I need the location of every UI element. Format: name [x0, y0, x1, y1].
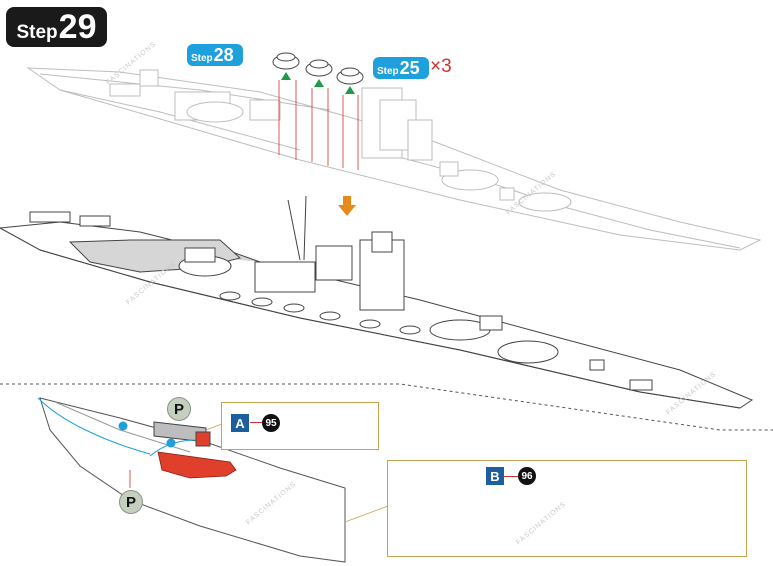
- callout-step-25-word: Step: [377, 66, 399, 77]
- red-hull-piece: [157, 451, 237, 479]
- step-badge: Step 29: [6, 7, 107, 47]
- part-a-connector: [250, 422, 262, 423]
- orange-down-arrow: [338, 196, 356, 216]
- green-arrows: [281, 72, 355, 94]
- step-number: 29: [58, 8, 97, 46]
- grey-bracket-part: [153, 421, 211, 447]
- part-b-number: 96: [518, 467, 536, 485]
- part-b-frame: [387, 460, 747, 557]
- quantity-multiplier: ×3: [430, 56, 452, 77]
- ship-after-assembly: [0, 195, 754, 409]
- leader-line-b: [344, 505, 389, 523]
- turret-parts: [272, 52, 364, 85]
- callout-step-28: Step 28: [187, 44, 243, 66]
- green-arrow-3: [345, 86, 355, 94]
- turret-guide-lines: [278, 80, 359, 170]
- blue-dot-1: [118, 421, 128, 431]
- leader-line-a: [205, 423, 223, 431]
- blue-guide-curve: [37, 397, 151, 455]
- callout-step-25-number: 25: [399, 58, 420, 78]
- p-marker-lower: P: [119, 490, 143, 514]
- p-marker-upper: P: [167, 397, 191, 421]
- ship-before-assembly: [26, 67, 762, 251]
- dashed-separator: [0, 383, 773, 431]
- green-arrow-1: [281, 72, 291, 80]
- step-word: Step: [16, 22, 58, 43]
- part-b-connector: [504, 476, 518, 477]
- callout-step-28-number: 28: [213, 45, 234, 65]
- callout-step-25: Step 25: [373, 57, 429, 79]
- callout-step-28-word: Step: [191, 53, 213, 64]
- part-a-frame: [221, 402, 379, 450]
- part-a-letter: A: [231, 414, 249, 432]
- blue-dot-2: [166, 438, 176, 448]
- green-arrow-2: [314, 79, 324, 87]
- part-a-number: 95: [262, 414, 280, 432]
- part-b-letter: B: [486, 467, 504, 485]
